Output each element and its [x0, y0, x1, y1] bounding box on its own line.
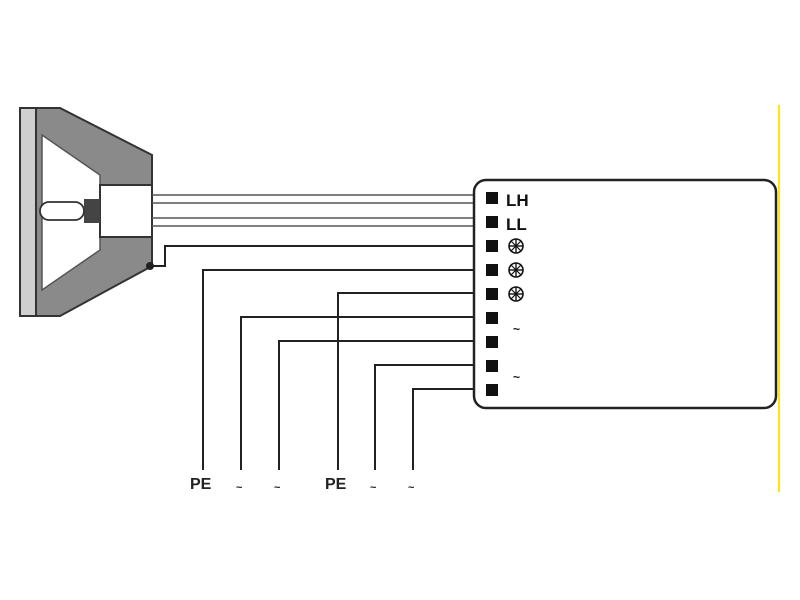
terminal-9 [486, 384, 498, 396]
supply-label-n-4: ~ [408, 482, 415, 494]
terminal-5 [486, 288, 498, 300]
supply-wires [202, 269, 485, 470]
terminal-label-7: ~ [513, 322, 520, 336]
earth-icon [508, 262, 524, 278]
supply-label-n-2: ~ [274, 482, 281, 494]
terminal-8 [486, 360, 498, 372]
terminal-label-lh: LH [506, 191, 529, 210]
earth-icon [508, 238, 524, 254]
lamp-socket [99, 184, 153, 238]
terminal-3 [486, 240, 498, 252]
lamp-bulb [39, 201, 85, 221]
luminaire [19, 107, 154, 317]
ballast-box [472, 178, 778, 410]
terminal-4 [486, 264, 498, 276]
supply-label-pe-1: PE [190, 476, 212, 493]
terminal-1 [486, 192, 498, 204]
lamp-cap [84, 199, 100, 223]
terminal-label-9: ~ [513, 370, 520, 384]
earth-icon [508, 286, 524, 302]
lamp-wires [150, 194, 485, 267]
terminal-block [486, 192, 498, 396]
terminal-2 [486, 216, 498, 228]
terminal-7 [486, 336, 498, 348]
terminal-6 [486, 312, 498, 324]
supply-label-n-1: ~ [236, 482, 243, 494]
supply-label-pe-2: PE [325, 476, 347, 493]
terminal-label-ll: LL [506, 215, 527, 234]
supply-label-n-3: ~ [370, 482, 377, 494]
luminaire-mounting-plate [19, 107, 37, 317]
